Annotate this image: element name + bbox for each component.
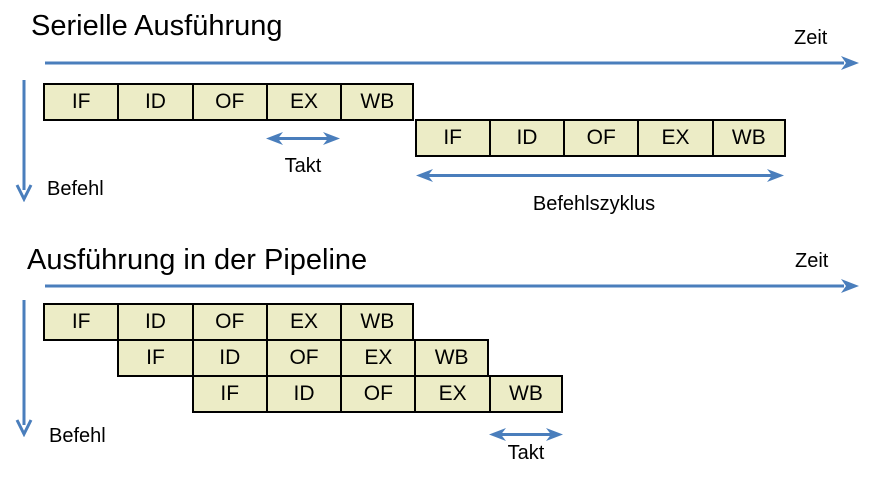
takt-label: Takt: [507, 442, 545, 464]
stage-cell: WB: [711, 119, 786, 157]
cycle-range-arrow: [414, 167, 786, 184]
instruction-label: Befehl: [47, 178, 104, 200]
stage-cell: IF: [43, 303, 118, 341]
stage-cell: OF: [340, 375, 415, 413]
stage-cell: EX: [414, 375, 489, 413]
cycle-label: Befehlszyklus: [532, 193, 656, 215]
time-label: Zeit: [795, 250, 829, 272]
takt-label: Takt: [284, 155, 322, 177]
stage-cell: IF: [414, 119, 489, 157]
stage-cell: OF: [563, 119, 638, 157]
stage-cell: WB: [414, 339, 489, 377]
stage-cell: WB: [340, 83, 415, 121]
stage-cell: OF: [191, 83, 266, 121]
instruction-row: IF ID OF EX WB: [117, 339, 489, 377]
stage-cell: EX: [265, 83, 341, 121]
stage-cell: OF: [191, 303, 266, 341]
time-axis-arrow: [43, 276, 861, 296]
section-title: Serielle Ausführung: [31, 10, 283, 42]
stage-cell: IF: [43, 83, 118, 121]
stage-cell: EX: [637, 119, 712, 157]
time-axis-arrow: [43, 53, 861, 73]
stage-cell: WB: [340, 303, 415, 341]
stage-cell: ID: [265, 375, 341, 413]
takt-range-arrow: [487, 426, 565, 443]
stage-cell: EX: [265, 303, 341, 341]
instruction-row: IF ID OF EX WB: [414, 119, 786, 157]
takt-range-arrow: [264, 130, 342, 147]
stage-cell: ID: [117, 303, 192, 341]
stage-cell: ID: [488, 119, 564, 157]
instruction-axis-arrow: [14, 80, 36, 202]
stage-cell: EX: [340, 339, 415, 377]
stage-cell: WB: [488, 375, 564, 413]
instruction-row: IF ID OF EX WB: [191, 375, 564, 413]
stage-cell: IF: [191, 375, 266, 413]
instruction-axis-arrow: [14, 300, 36, 437]
section-title: Ausführung in der Pipeline: [27, 244, 368, 276]
stage-cell: ID: [117, 83, 192, 121]
instruction-row: IF ID OF EX WB: [43, 303, 415, 341]
stage-cell: ID: [191, 339, 266, 377]
stage-cell: IF: [117, 339, 192, 377]
stage-cell: OF: [265, 339, 341, 377]
time-label: Zeit: [794, 27, 828, 49]
instruction-label: Befehl: [49, 425, 106, 447]
instruction-row: IF ID OF EX WB: [43, 83, 415, 121]
